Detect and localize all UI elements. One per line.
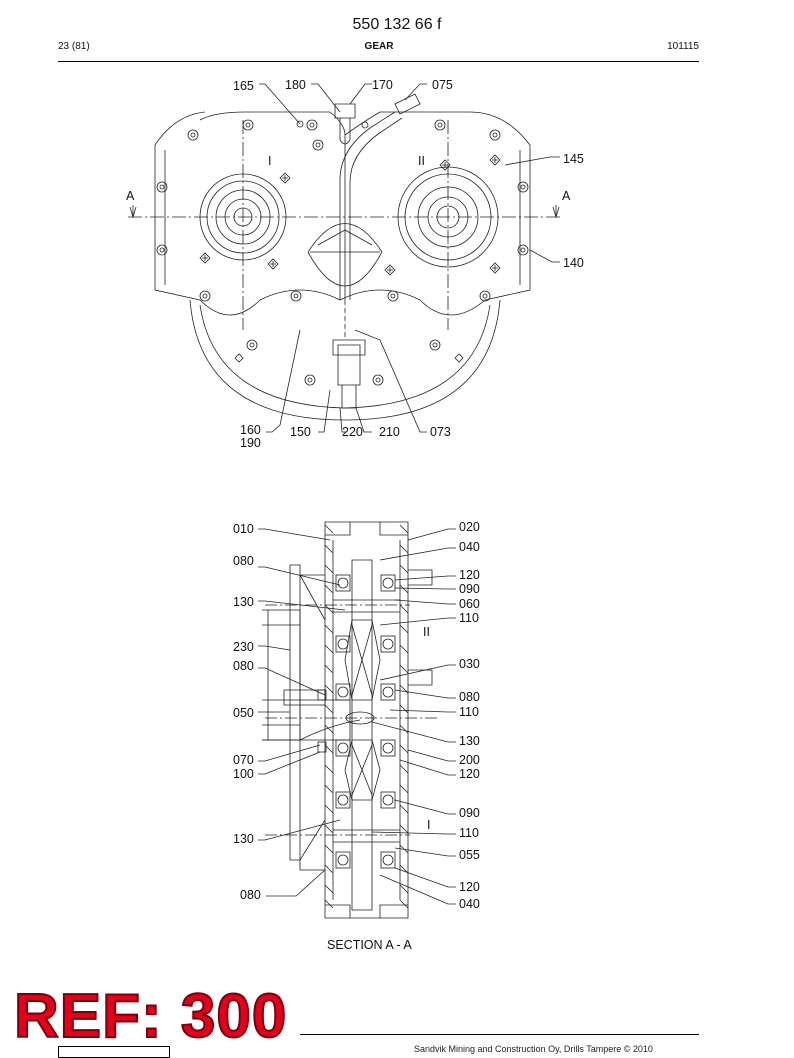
section-title: GEAR <box>364 41 394 52</box>
callout-label: 120 <box>459 767 480 781</box>
callout-label: 055 <box>459 848 480 862</box>
callout-label: 075 <box>432 78 453 92</box>
section-view-body <box>262 521 440 919</box>
callout-label: 160 <box>240 423 261 437</box>
callout-label: 110 <box>459 611 479 625</box>
callout-label: 170 <box>372 78 393 92</box>
top-view-leaders <box>259 83 560 433</box>
callout-label: 190 <box>240 436 261 450</box>
top-view-housing <box>128 93 560 421</box>
section-mark-left: A <box>126 189 135 203</box>
callout-label: 080 <box>233 659 254 673</box>
callout-label: 230 <box>233 640 254 654</box>
callout-label: 050 <box>233 706 254 720</box>
section-caption: SECTION A - A <box>327 938 412 952</box>
callout-label: 130 <box>233 595 254 609</box>
section-view-leaders-left <box>258 528 346 897</box>
footer-rule <box>300 1034 699 1035</box>
header-rule <box>58 61 699 62</box>
section-view-bearings <box>317 574 396 869</box>
callout-label: 130 <box>459 734 480 748</box>
callout-label: 130 <box>233 832 254 846</box>
top-view-labels: A A I II 165 180 170 075 145 140 160 190… <box>126 78 584 450</box>
page-number: 23 (81) <box>58 41 90 52</box>
callout-label: 020 <box>459 520 480 534</box>
section-mark-right: A <box>562 189 571 203</box>
section-view-labels: 010 080 130 230 080 050 070 100 130 080 … <box>233 520 480 952</box>
document-code: 101115 <box>667 41 699 52</box>
callout-label: 220 <box>342 425 363 439</box>
ref-stamp: REF: 300 <box>13 982 288 1051</box>
callout-label: 080 <box>240 888 261 902</box>
callout-label: 070 <box>233 753 254 767</box>
callout-label: 040 <box>459 540 480 554</box>
callout-label: 140 <box>563 256 584 270</box>
top-view-plugs <box>199 154 501 363</box>
company-logo <box>58 1046 170 1058</box>
callout-label: 080 <box>459 690 480 704</box>
callout-label: 210 <box>379 425 400 439</box>
callout-label: 200 <box>459 753 480 767</box>
callout-label: 100 <box>233 767 254 781</box>
callout-label: 073 <box>430 425 451 439</box>
callout-label: 110 <box>459 826 479 840</box>
footer-copyright: Sandvik Mining and Construction Oy, Dril… <box>414 1044 653 1054</box>
callout-label: 080 <box>233 554 254 568</box>
roman-right: II <box>418 154 425 168</box>
callout-label: 150 <box>290 425 311 439</box>
callout-label: 090 <box>459 806 480 820</box>
callout-label: 120 <box>459 568 480 582</box>
callout-label: 165 <box>233 79 254 93</box>
roman-left: I <box>268 154 271 168</box>
callout-label: 120 <box>459 880 480 894</box>
callout-label: 110 <box>459 705 479 719</box>
document-number: 550 132 66 f <box>352 16 442 33</box>
callout-label: 010 <box>233 522 254 536</box>
roman-top: II <box>423 625 430 639</box>
section-view-leaders-right <box>371 528 456 905</box>
top-view-bolts <box>156 119 529 386</box>
roman-bottom: I <box>427 818 430 832</box>
callout-label: 030 <box>459 657 480 671</box>
callout-label: 040 <box>459 897 480 911</box>
callout-label: 145 <box>563 152 584 166</box>
callout-label: 180 <box>285 78 306 92</box>
callout-label: 060 <box>459 597 480 611</box>
callout-label: 090 <box>459 582 480 596</box>
